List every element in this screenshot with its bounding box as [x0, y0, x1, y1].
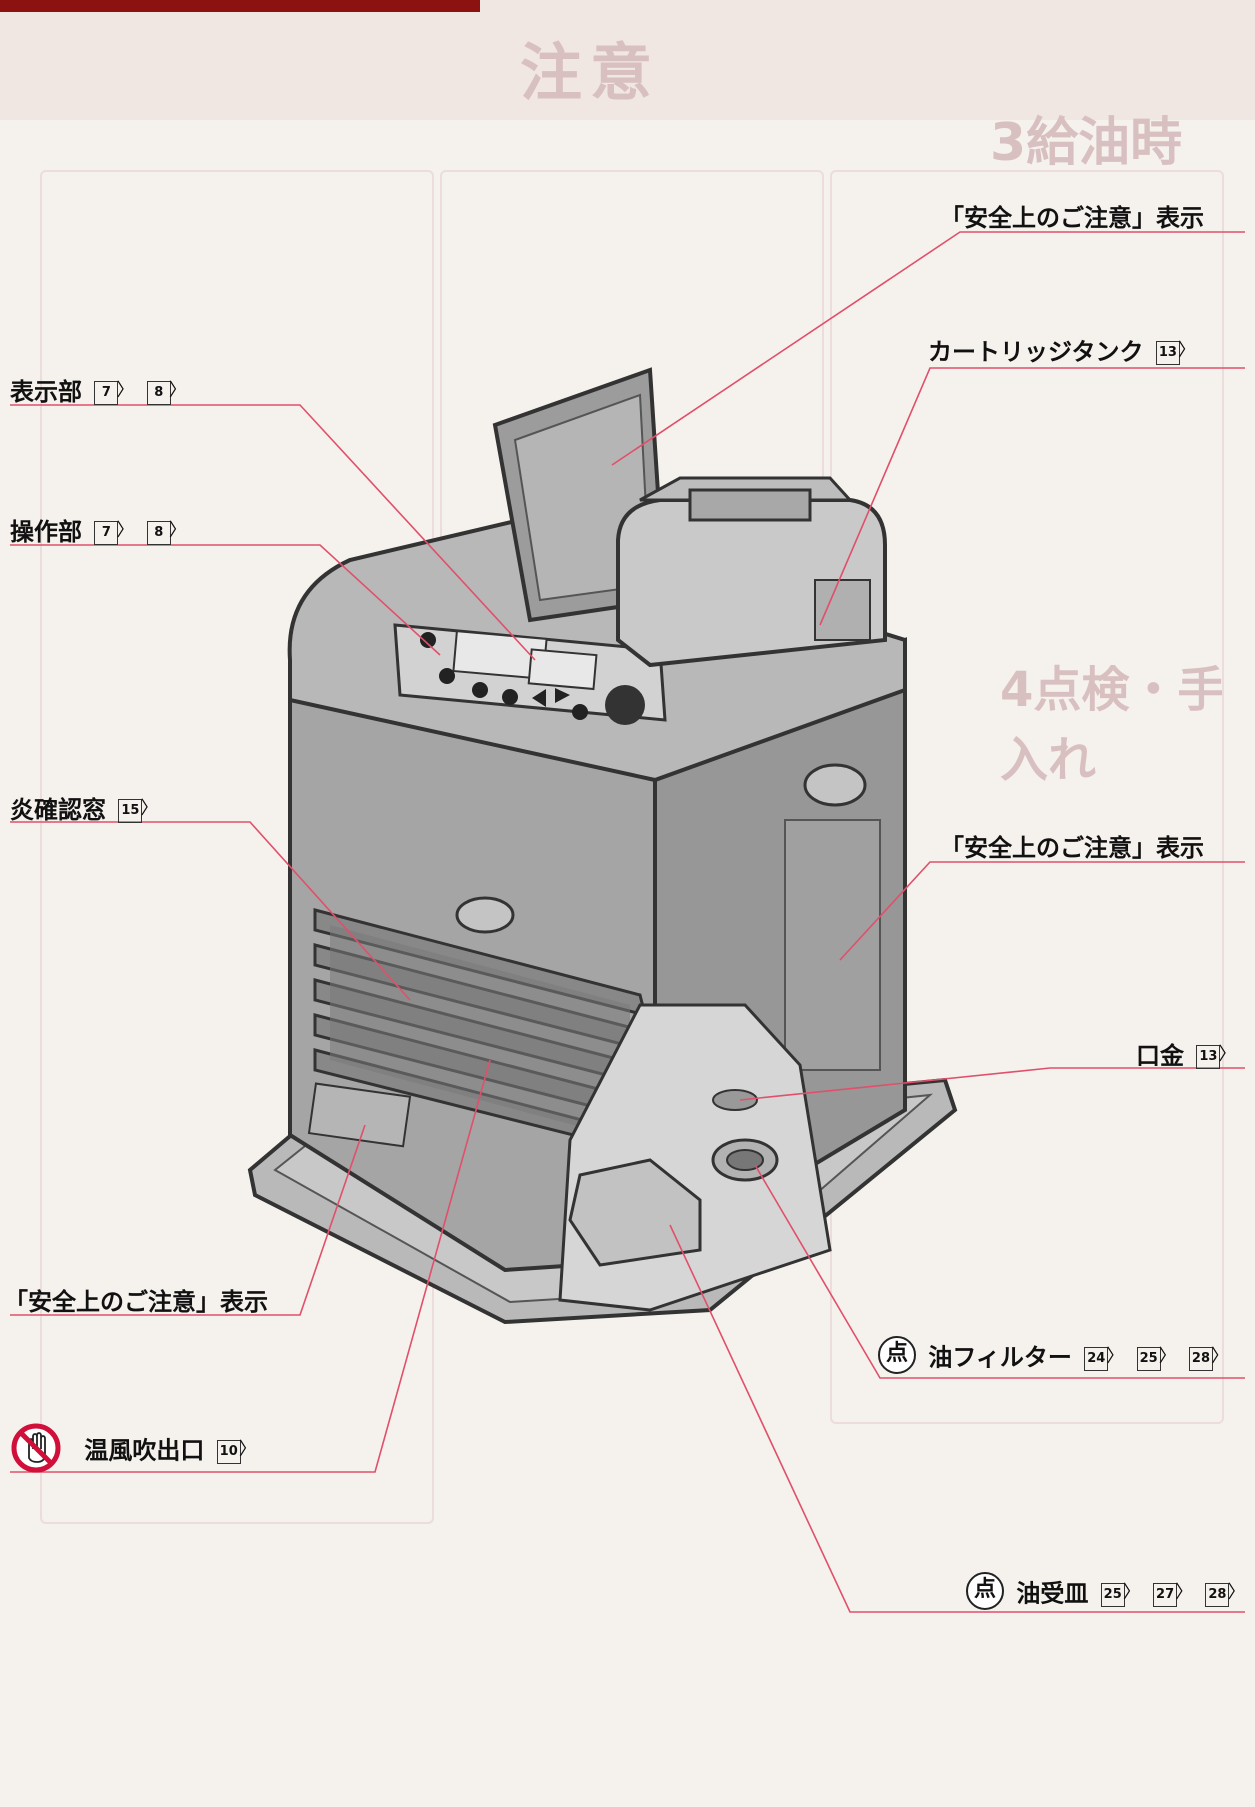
control-button [572, 704, 588, 720]
arrow-right-button [555, 688, 570, 703]
right-safety-label [784, 819, 881, 1071]
page-ref[interactable]: 27〉 [1153, 1576, 1193, 1607]
page-ref[interactable]: 25〉 [1136, 1340, 1177, 1371]
page-ref[interactable]: 15〉 [118, 792, 158, 823]
front-safety-label [307, 1082, 412, 1148]
page-ref[interactable]: 8〉 [146, 514, 187, 545]
callout-safety-left: 「安全上のご注意」表示 [4, 1282, 268, 1317]
callout-cap: 口金 13〉 [1136, 1036, 1236, 1071]
flame-window [455, 896, 515, 934]
callout-warm-air-outlet: 温風吹出口 10〉 [10, 1422, 257, 1474]
callout-cartridge-tank-label: カートリッジタンク [928, 338, 1144, 366]
callout-safety-left-label: 「安全上のご注意」表示 [4, 1288, 268, 1316]
callout-safety-right-label: 「安全上のご注意」表示 [940, 834, 1204, 862]
page-ref[interactable]: 13〉 [1155, 334, 1196, 365]
page-ref[interactable]: 25〉 [1100, 1576, 1141, 1607]
ghost-title: 注意 [520, 36, 661, 109]
callout-flame-window: 炎確認窓 15〉 [10, 790, 158, 825]
leader-flame [10, 821, 411, 1001]
callout-safety-top: 「安全上のご注意」表示 [940, 198, 1204, 233]
page-ref[interactable]: 7〉 [94, 374, 134, 405]
cartridge-tank-handle [688, 488, 812, 522]
control-button [502, 689, 518, 705]
ghost-section-4: 4点検・手入れ [1000, 662, 1226, 788]
cartridge-tank-label [814, 579, 871, 641]
callout-controls-label: 操作部 [10, 518, 82, 546]
callout-warm-air-outlet-label: 温風吹出口 [84, 1436, 205, 1465]
callout-flame-window-label: 炎確認窓 [10, 796, 106, 824]
callout-oil-filter-label: 油フィルター [928, 1343, 1072, 1372]
inspection-badge: 点 [878, 1336, 916, 1374]
leader-oil-filter [754, 1164, 1245, 1379]
ghost-section-3: 3給油時 [990, 113, 1183, 173]
control-button [472, 682, 488, 698]
callout-cartridge-tank: カートリッジタンク 13〉 [928, 332, 1196, 367]
callout-oil-tray-label: 油受皿 [1016, 1579, 1089, 1608]
page-ref[interactable]: 10〉 [216, 1433, 257, 1464]
callout-safety-top-label: 「安全上のご注意」表示 [940, 204, 1204, 232]
page-ref[interactable]: 13〉 [1196, 1038, 1236, 1069]
control-button [420, 632, 436, 648]
leader-controls [10, 544, 441, 656]
top-band [0, 0, 1255, 120]
leader-warm-air [10, 1059, 491, 1473]
leader-display [10, 404, 536, 661]
arrow-left-button [532, 689, 546, 707]
callout-cap-label: 口金 [1136, 1042, 1184, 1070]
callout-controls: 操作部 7〉 8〉 [10, 512, 187, 547]
callout-oil-tray: 点 油受皿 25〉 27〉 28〉 [966, 1572, 1245, 1610]
page-ref[interactable]: 28〉 [1205, 1576, 1245, 1607]
display-window-2 [527, 648, 598, 691]
no-touch-icon [11, 1423, 61, 1473]
leader-cartridge [819, 367, 1245, 626]
oil-tray [568, 1158, 702, 1267]
leader-oil-tray [669, 1224, 1245, 1613]
callout-display-label: 表示部 [10, 378, 82, 406]
page-ref[interactable]: 28〉 [1188, 1340, 1229, 1371]
leader-cap [739, 1067, 1245, 1101]
page-ref[interactable]: 7〉 [94, 514, 134, 545]
page-ref[interactable]: 8〉 [146, 374, 187, 405]
page-ref[interactable]: 24〉 [1084, 1340, 1124, 1371]
inspection-badge: 点 [966, 1572, 1004, 1610]
callout-oil-filter: 点 油フィルター 24〉 25〉 28〉 [878, 1336, 1229, 1374]
oil-filter-core [726, 1149, 764, 1171]
leader-safety-right [839, 861, 1245, 961]
oil-cap [712, 1089, 758, 1111]
control-button [439, 668, 455, 684]
leader-safety-top [611, 231, 1245, 466]
side-handle [803, 763, 867, 807]
leader-safety-left [10, 1124, 366, 1316]
callout-display: 表示部 7〉 8〉 [10, 372, 187, 407]
header-bar [0, 0, 480, 12]
power-button [605, 685, 645, 725]
callout-safety-right: 「安全上のご注意」表示 [940, 828, 1204, 863]
grill-area [330, 925, 630, 1140]
